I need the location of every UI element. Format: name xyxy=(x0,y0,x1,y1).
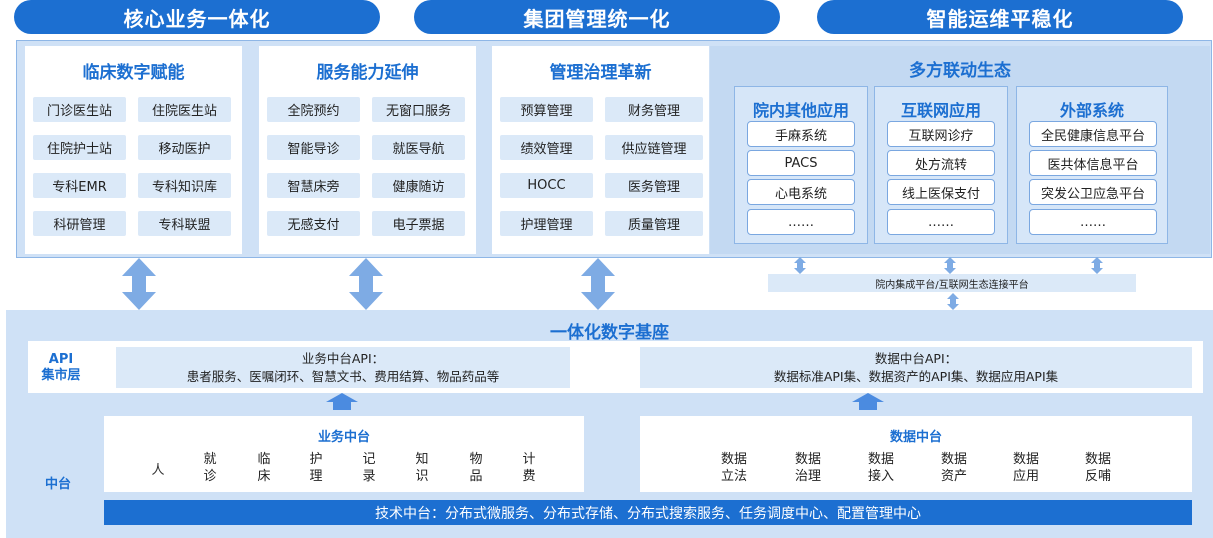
business-middle-box: 业务中台 xyxy=(104,416,584,492)
business-api-desc: 患者服务、医嘱闭环、智慧文书、费用结算、物品药品等 xyxy=(186,368,500,384)
business-middle-item: 计费 xyxy=(522,452,536,484)
panel-item: 财务管理 xyxy=(605,97,703,122)
business-middle-item: 临床 xyxy=(257,452,271,484)
business-middle-item: 护理 xyxy=(309,452,323,484)
subpanel-item: …… xyxy=(747,209,855,235)
business-api-box: 业务中台API： 患者服务、医嘱闭环、智慧文书、费用结算、物品药品等 xyxy=(116,347,570,388)
panel-management: 管理治理革新 预算管理 财务管理 绩效管理 供应链管理 HOCC 医务管理 护理… xyxy=(492,46,709,254)
business-middle-item: 就诊 xyxy=(203,452,217,484)
panel-item: 无感支付 xyxy=(267,211,360,236)
subpanel-item: 处方流转 xyxy=(887,150,995,176)
panel-item: 门诊医生站 xyxy=(33,97,126,122)
panel-title: 服务能力延伸 xyxy=(316,63,419,83)
tech-middle-bar: 技术中台：分布式微服务、分布式存储、分布式搜索服务、任务调度中心、配置管理中心 xyxy=(104,500,1192,525)
business-middle-title: 业务中台 xyxy=(317,430,370,445)
panel-item: 专科联盟 xyxy=(138,211,231,236)
double-arrow-icon xyxy=(349,258,383,310)
up-arrow-icon xyxy=(326,393,358,410)
panel-item: 智慧床旁 xyxy=(267,173,360,198)
api-layer-label-line: API xyxy=(48,352,74,367)
panel-item: 质量管理 xyxy=(605,211,703,236)
subpanel-title: 院内其他应用 xyxy=(752,101,849,120)
panel-item: 就医导航 xyxy=(372,135,465,160)
business-middle-item: 知识 xyxy=(415,452,429,484)
data-api-desc: 数据标准API集、数据资产的API集、数据应用API集 xyxy=(773,368,1059,384)
business-api-title: 业务中台API： xyxy=(301,350,385,366)
panel-title: 多方联动生态 xyxy=(909,61,1011,81)
panel-item: 专科知识库 xyxy=(138,173,231,198)
business-middle-item: 记录 xyxy=(362,452,376,484)
subpanel-item: 突发公卫应急平台 xyxy=(1029,179,1157,205)
subpanel-item: 全民健康信息平台 xyxy=(1029,121,1157,147)
subpanel-item: …… xyxy=(887,209,995,235)
small-double-arrow-icon xyxy=(794,257,806,274)
small-double-arrow-icon xyxy=(1091,257,1103,274)
panel-item: 供应链管理 xyxy=(605,135,703,160)
subpanel-item: …… xyxy=(1029,209,1157,235)
integration-platform-bar: 院内集成平台/互联网生态连接平台 xyxy=(768,274,1136,292)
banner-smart-operation: 智能运维平稳化 xyxy=(817,0,1183,34)
panel-item: 健康随访 xyxy=(372,173,465,198)
small-double-arrow-icon xyxy=(944,257,956,274)
data-middle-item: 数据应用 xyxy=(1012,452,1039,484)
subpanel-item: 手麻系统 xyxy=(747,121,855,147)
subpanel-item: 互联网诊疗 xyxy=(887,121,995,147)
panel-title: 临床数字赋能 xyxy=(82,63,185,83)
panel-item: 住院护士站 xyxy=(33,135,126,160)
api-layer-label: API 集市层 xyxy=(36,352,86,384)
double-arrow-icon xyxy=(581,258,615,310)
subpanel-item: 线上医保支付 xyxy=(887,179,995,205)
subpanel-item: 医共体信息平台 xyxy=(1029,150,1157,176)
subpanel-title: 外部系统 xyxy=(1059,101,1124,120)
panel-item: 全院预约 xyxy=(267,97,360,122)
api-layer-label-line: 集市层 xyxy=(41,368,81,383)
data-middle-item: 数据接入 xyxy=(867,452,894,484)
panel-item: 预算管理 xyxy=(500,97,593,122)
panel-item: 绩效管理 xyxy=(500,135,593,160)
panel-service: 服务能力延伸 全院预约 无窗口服务 智能导诊 就医导航 智慧床旁 健康随访 无感… xyxy=(259,46,476,254)
panel-item: 电子票据 xyxy=(372,211,465,236)
data-api-title: 数据中台API： xyxy=(874,350,958,366)
panel-item: 护理管理 xyxy=(500,211,593,236)
subpanel-item: PACS xyxy=(747,150,855,176)
panel-item: 智能导诊 xyxy=(267,135,360,160)
business-middle-item: 人 xyxy=(151,463,165,478)
data-middle-title: 数据中台 xyxy=(889,430,942,445)
data-middle-item: 数据反哺 xyxy=(1084,452,1111,484)
subpanel-external-systems: 外部系统 全民健康信息平台 医共体信息平台 突发公卫应急平台 …… xyxy=(1016,86,1168,244)
panel-item: 医务管理 xyxy=(605,173,703,198)
data-middle-item: 数据立法 xyxy=(720,452,747,484)
subpanel-internet-apps: 互联网应用 互联网诊疗 处方流转 线上医保支付 …… xyxy=(874,86,1008,244)
foundation-title: 一体化数字基座 xyxy=(550,323,669,343)
panel-clinical: 临床数字赋能 门诊医生站 住院医生站 住院护士站 移动医护 专科EMR 专科知识… xyxy=(25,46,242,254)
subpanel-item: 心电系统 xyxy=(747,179,855,205)
data-middle-item: 数据治理 xyxy=(794,452,821,484)
panel-item: HOCC xyxy=(500,173,593,198)
panel-item: 移动医护 xyxy=(138,135,231,160)
panel-title: 管理治理革新 xyxy=(549,63,652,83)
panel-item: 无窗口服务 xyxy=(372,97,465,122)
subpanel-internal-apps: 院内其他应用 手麻系统 PACS 心电系统 …… xyxy=(734,86,868,244)
data-api-box: 数据中台API： 数据标准API集、数据资产的API集、数据应用API集 xyxy=(640,347,1192,388)
up-arrow-icon xyxy=(852,393,884,410)
middle-platform-label: 中台 xyxy=(44,477,71,492)
panel-item: 科研管理 xyxy=(33,211,126,236)
banner-core-business: 核心业务一体化 xyxy=(14,0,380,34)
data-middle-item: 数据资产 xyxy=(940,452,967,484)
business-middle-item: 物品 xyxy=(469,452,483,484)
panel-item: 专科EMR xyxy=(33,173,126,198)
double-arrow-icon xyxy=(122,258,156,310)
banner-group-management: 集团管理统一化 xyxy=(414,0,780,34)
small-double-arrow-icon xyxy=(947,293,959,310)
subpanel-title: 互联网应用 xyxy=(900,101,981,120)
data-middle-box: 数据中台 xyxy=(640,416,1192,492)
panel-item: 住院医生站 xyxy=(138,97,231,122)
